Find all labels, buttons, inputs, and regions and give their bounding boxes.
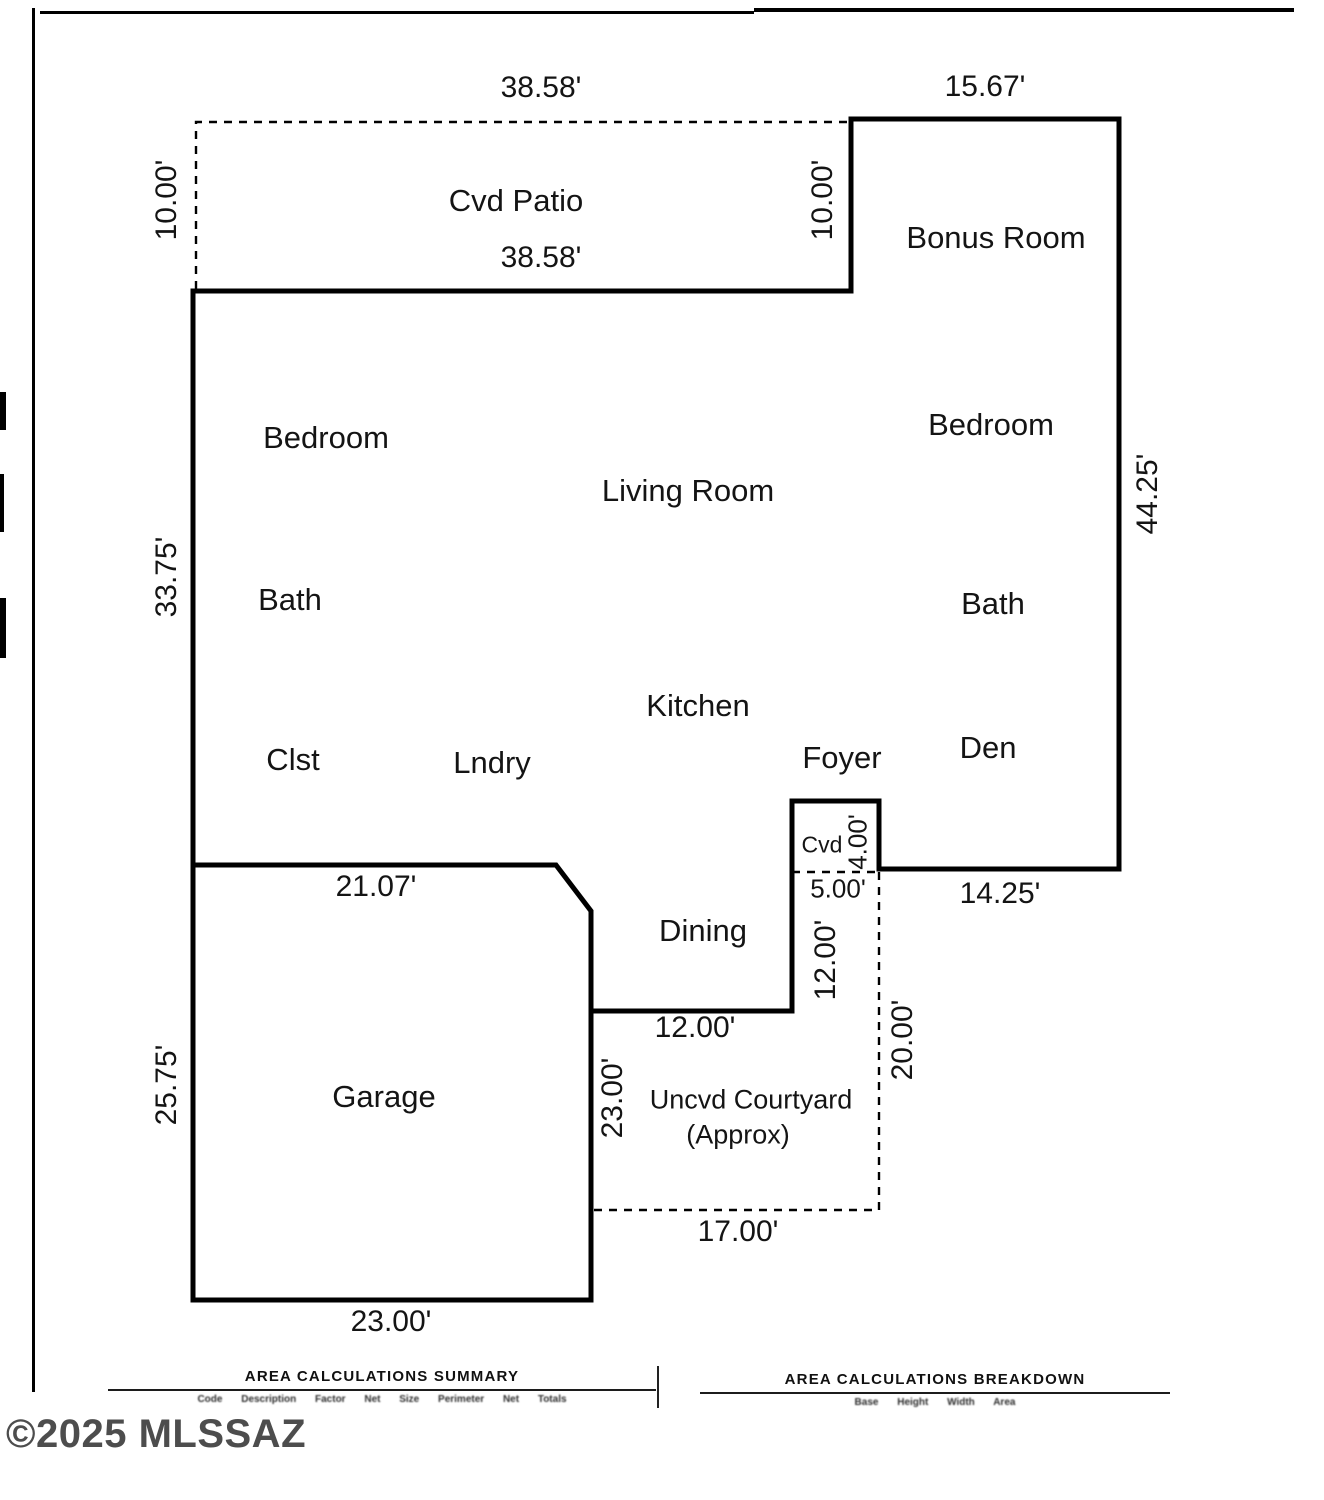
- room-label-uncvd-courtyard: Uncvd Courtyard: [649, 1084, 853, 1115]
- summary-table-rule: [108, 1389, 656, 1391]
- room-label-laundry: Lndry: [453, 745, 531, 780]
- dim-garage-top-wall: 21.07': [335, 870, 417, 903]
- dim-courtyard-left: 23.00': [596, 1057, 629, 1139]
- breakdown-table-title: AREA CALCULATIONS BREAKDOWN: [784, 1371, 1086, 1388]
- dim-left-wall-upper: 33.75': [150, 536, 183, 618]
- uncovered-courtyard-dashed-outline: [592, 872, 881, 1212]
- dim-patio-bottom: 38.58': [500, 241, 582, 274]
- room-label-dining: Dining: [659, 913, 747, 948]
- room-label-bath-left: Bath: [258, 582, 322, 617]
- dim-patio-left: 10.00': [150, 159, 183, 241]
- exterior-walls: [190, 116, 1122, 1303]
- dim-entry-width: 5.00': [810, 873, 866, 904]
- room-label-foyer: Foyer: [802, 740, 882, 775]
- scan-artifact-mark: [0, 392, 6, 430]
- breakdown-table-columns: Base Height Width Area: [854, 1397, 1016, 1408]
- room-label-bedroom-left: Bedroom: [263, 420, 389, 455]
- dim-entry-depth: 4.00': [842, 814, 873, 870]
- dim-patio-right: 10.00': [806, 159, 839, 241]
- covered-patio-dashed-outline: [194, 120, 849, 289]
- dim-patio-top: 38.58': [500, 71, 582, 104]
- room-label-living-room: Living Room: [601, 473, 775, 508]
- room-label-bath-right: Bath: [961, 586, 1025, 621]
- mls-watermark: ©2025 MLSSAZ: [6, 1412, 307, 1456]
- dim-courtyard-bottom: 17.00': [697, 1215, 779, 1248]
- dim-courtyard-right: 20.00': [886, 999, 919, 1081]
- dim-garage-bottom: 23.00': [350, 1305, 432, 1338]
- dim-right-wall: 44.25': [1131, 453, 1164, 535]
- room-label-bonus-room: Bonus Room: [906, 220, 1086, 255]
- room-label-den: Den: [959, 730, 1017, 765]
- scan-edge-top-left-segment: [40, 11, 754, 14]
- room-label-cvd-patio: Cvd Patio: [448, 183, 584, 218]
- room-label-garage: Garage: [332, 1079, 436, 1114]
- room-label-kitchen: Kitchen: [646, 688, 750, 723]
- dim-garage-left-wall: 25.75': [150, 1044, 183, 1126]
- scan-edge-top-right-segment: [754, 8, 1294, 12]
- summary-table-title: AREA CALCULATIONS SUMMARY: [244, 1368, 520, 1385]
- footer-table-divider: [657, 1366, 659, 1408]
- dim-foyer-wall: 12.00': [809, 919, 842, 1001]
- garage-interior-wall: [190, 862, 594, 1014]
- dim-bonus-room-top: 15.67': [944, 70, 1026, 103]
- room-label-courtyard-approx: (Approx): [686, 1119, 790, 1150]
- summary-table-columns: Code Description Factor Net Size Perimet…: [197, 1394, 567, 1405]
- area-calculations-breakdown-table: AREA CALCULATIONS BREAKDOWN Base Height …: [700, 1371, 1170, 1408]
- room-label-closet: Clst: [266, 742, 320, 777]
- area-calculations-summary-table: AREA CALCULATIONS SUMMARY Code Descripti…: [108, 1368, 656, 1405]
- dim-bottom-right-wall: 14.25': [959, 877, 1041, 910]
- scan-artifact-mark: [0, 474, 4, 532]
- scan-edge-left: [32, 8, 35, 1392]
- breakdown-table-rule: [700, 1392, 1170, 1394]
- scan-artifact-mark: [0, 598, 6, 658]
- room-label-covered-entry: Cvd: [801, 831, 843, 858]
- dim-dining-bottom: 12.00': [654, 1011, 736, 1044]
- room-label-bedroom-right: Bedroom: [928, 407, 1054, 442]
